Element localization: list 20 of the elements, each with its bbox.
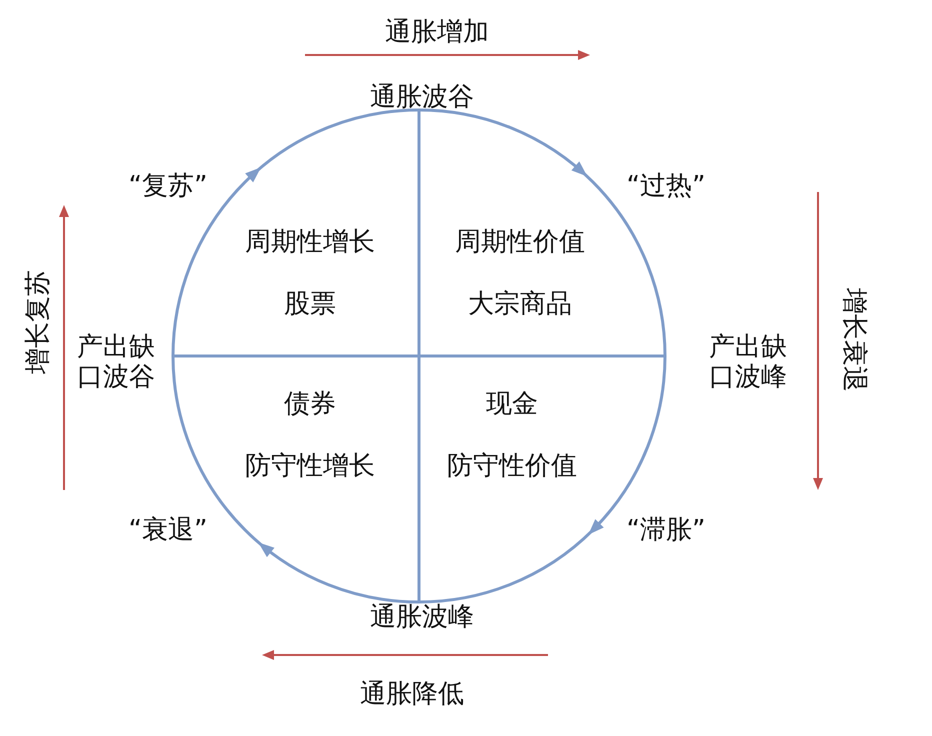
quadrant-text: 现金 xyxy=(486,389,538,419)
axis-label: 通胀增加 xyxy=(385,17,489,47)
quadrant-text: 防守性价值 xyxy=(447,451,577,481)
axis-label: 增长衰退 xyxy=(839,288,869,392)
axis-label: 通胀降低 xyxy=(360,679,464,709)
axis-label: 增长复苏 xyxy=(23,270,53,374)
phase-boundary-label: 通胀波谷 xyxy=(370,82,474,112)
phase-label: “滞胀” xyxy=(626,515,706,545)
quadrant-text: 债券 xyxy=(284,389,336,419)
phase-label: “复苏” xyxy=(128,171,208,201)
quadrant-text: 股票 xyxy=(284,289,336,319)
quadrant-text: 周期性价值 xyxy=(455,227,585,257)
phase-label: “过热” xyxy=(626,171,706,201)
phase-boundary-label: 产出缺口波谷 xyxy=(76,332,156,392)
phase-label: “衰退” xyxy=(128,515,208,545)
quadrant-text: 防守性增长 xyxy=(245,451,375,481)
phase-boundary-label: 产出缺口波峰 xyxy=(708,332,788,392)
phase-boundary-label: 通胀波峰 xyxy=(370,602,474,632)
quadrant-text: 周期性增长 xyxy=(245,227,375,257)
quadrant-text: 大宗商品 xyxy=(468,289,572,319)
